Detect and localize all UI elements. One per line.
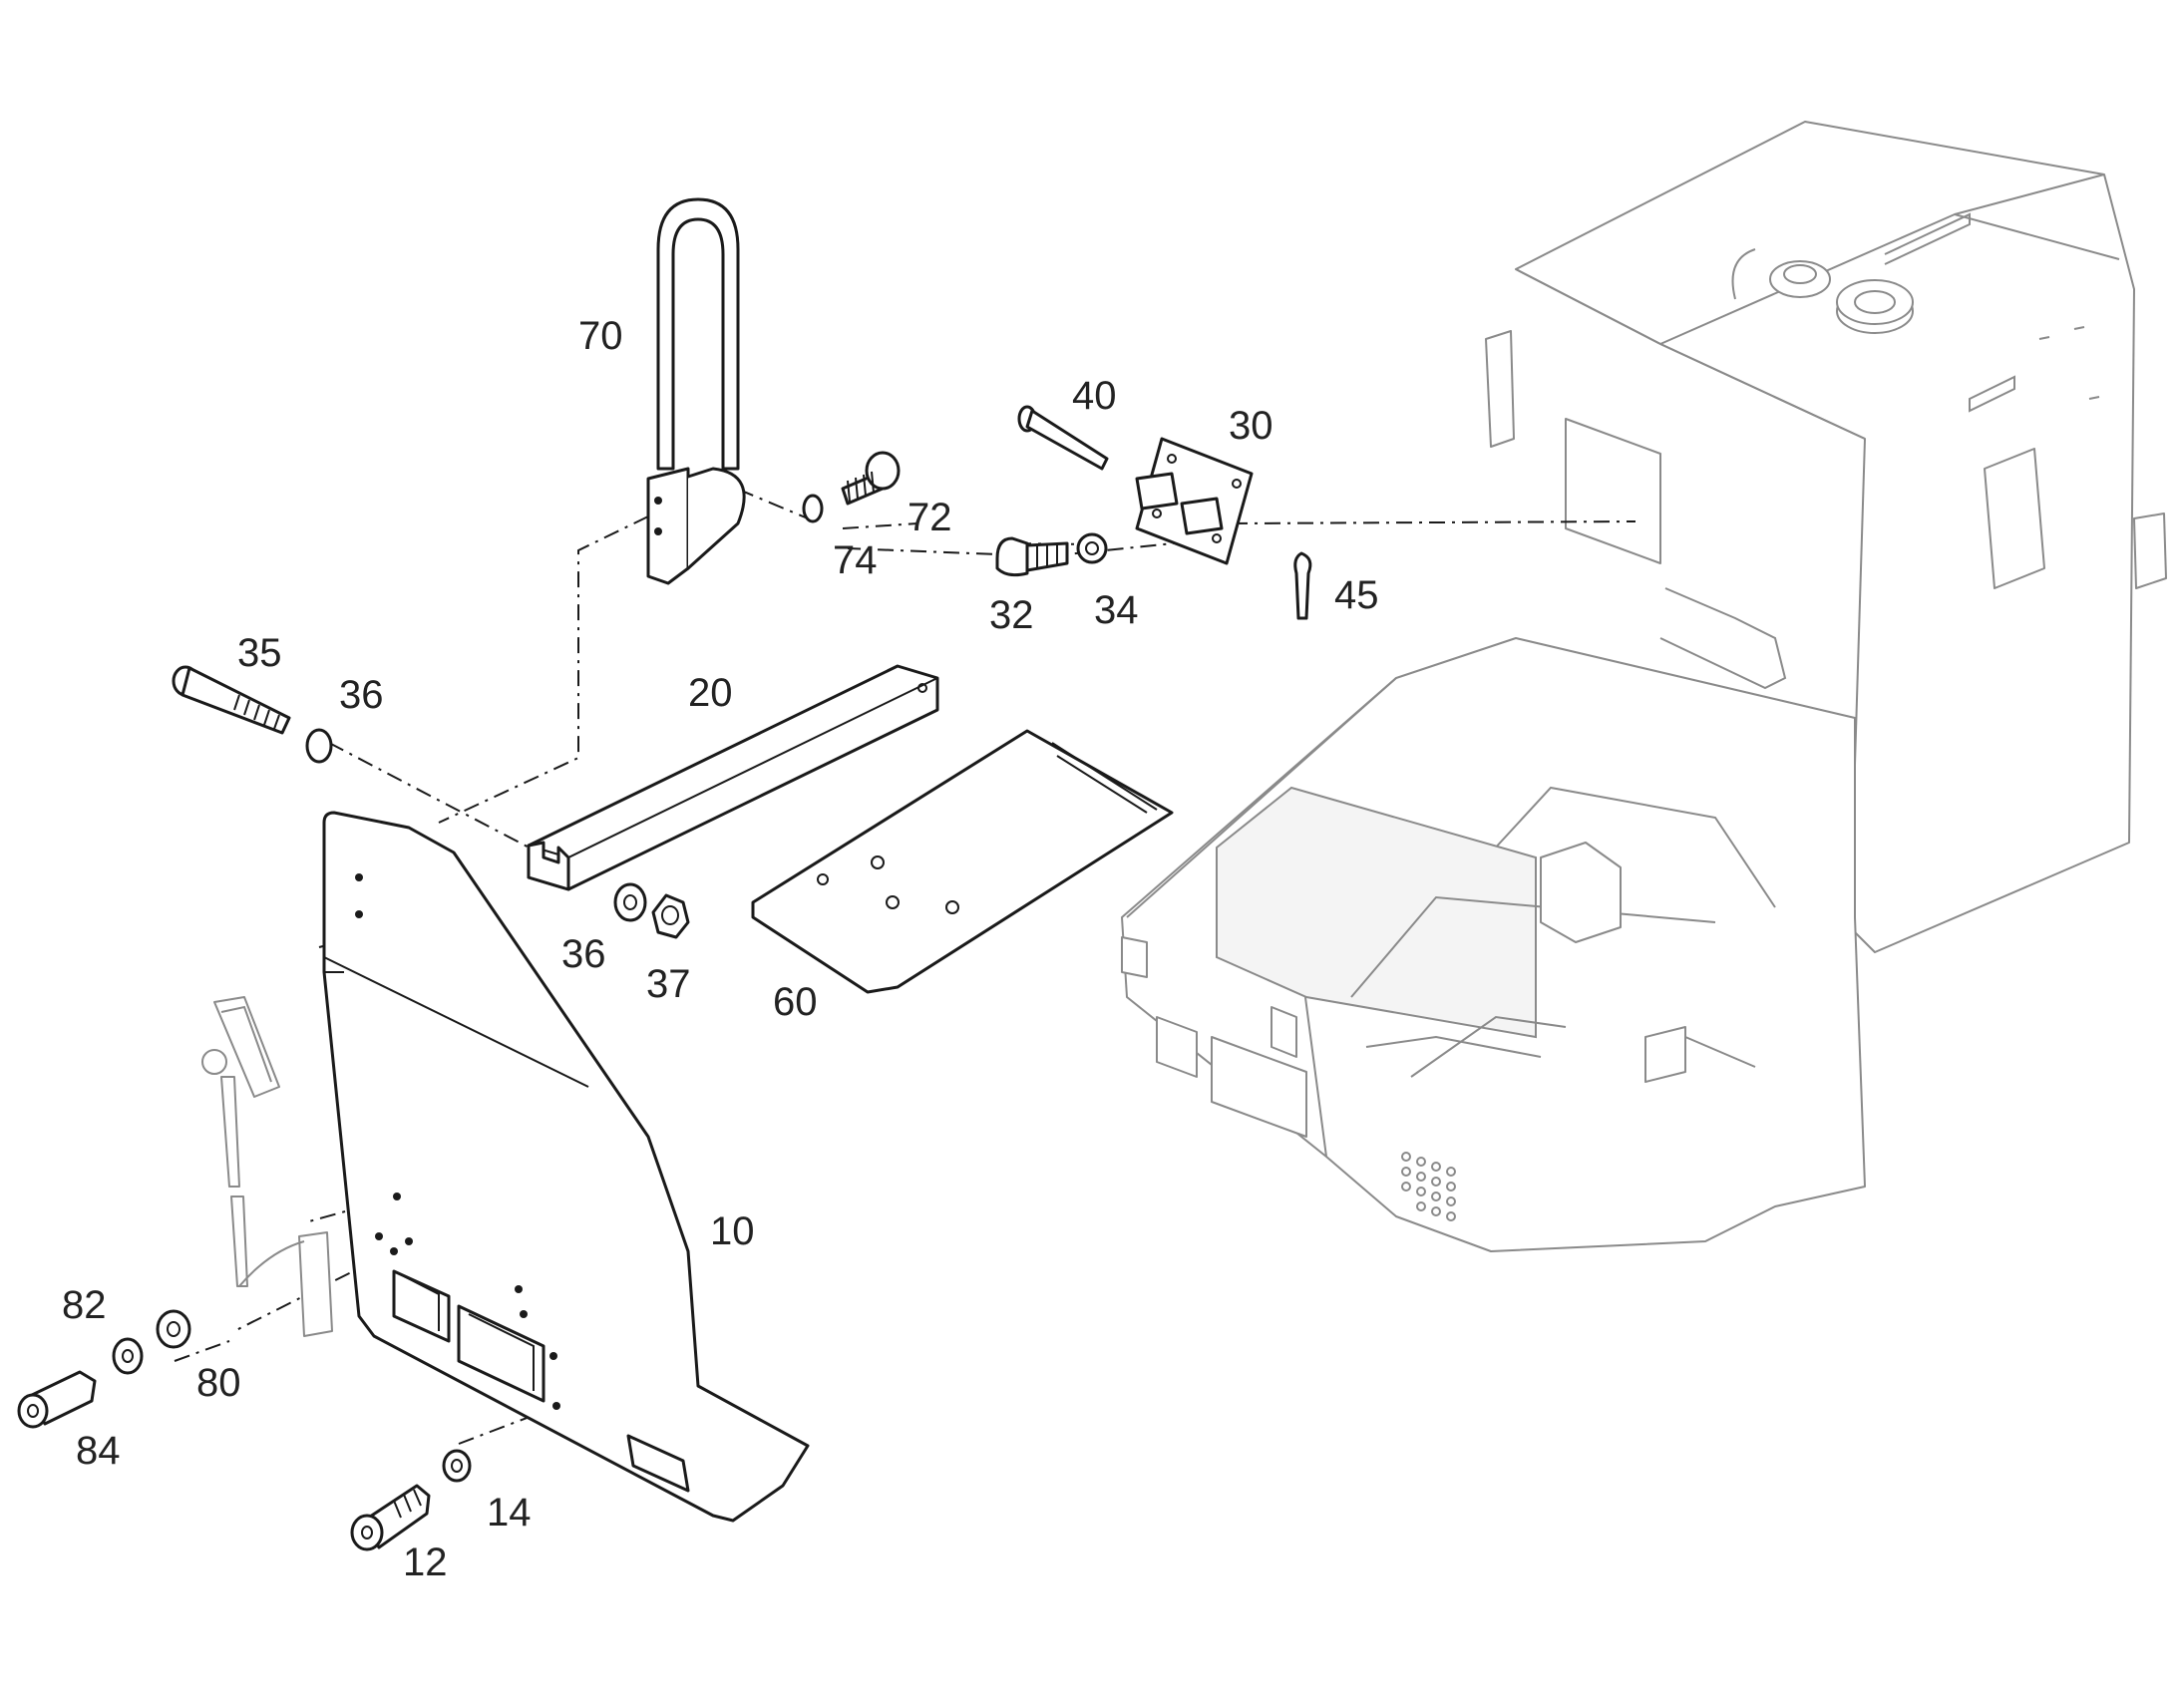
callout-82: 82 [62,1283,107,1327]
callout-36-lower: 36 [561,932,606,976]
part-82-washer [112,1337,144,1375]
callout-72: 72 [908,496,952,539]
part-60-plate [751,729,1174,994]
callout-37: 37 [646,962,691,1006]
part-34-washer [1076,532,1108,564]
callout-35: 35 [237,631,282,675]
callout-60: 60 [773,980,818,1024]
part-14-washer [442,1449,472,1483]
callout-30: 30 [1229,404,1273,448]
callout-14: 14 [487,1491,532,1535]
part-10-side-panel [322,811,810,1523]
part-45-cotter-pin [1293,551,1312,620]
part-40-pin [1017,405,1109,471]
callout-labels: 70 72 74 40 30 32 34 45 35 36 20 36 37 6… [62,314,1379,1584]
part-80-washer [156,1309,191,1349]
callout-10: 10 [710,1209,755,1253]
mirror-assembly [201,996,333,1337]
machine-frame [1121,121,2167,1252]
part-35-long-bolt [172,665,291,735]
callout-70: 70 [578,314,623,358]
part-32-bolt [995,536,1069,577]
part-72-screw [841,451,901,506]
callout-12: 12 [403,1540,448,1584]
part-20-channel-arm [527,664,939,891]
callout-74: 74 [833,538,878,582]
callout-45: 45 [1334,573,1379,617]
part-37-nut [651,893,690,939]
callout-20: 20 [688,671,733,715]
part-84-cap-screw [17,1370,97,1429]
part-30-hinge-plate [1135,437,1254,565]
part-36-washer-lower [613,882,647,922]
vent-grille [1401,1152,1456,1221]
callout-40: 40 [1072,374,1117,418]
callout-36-upper: 36 [339,673,384,717]
callout-32: 32 [989,593,1034,637]
part-74-washer [802,494,824,523]
part-36-washer-upper [305,728,333,764]
part-12-cap-screw [350,1484,431,1551]
callout-84: 84 [76,1429,121,1473]
callout-34: 34 [1094,588,1139,632]
callout-80: 80 [196,1361,241,1405]
leader-lines [174,476,1636,1445]
part-70-grab-handle [646,197,746,585]
